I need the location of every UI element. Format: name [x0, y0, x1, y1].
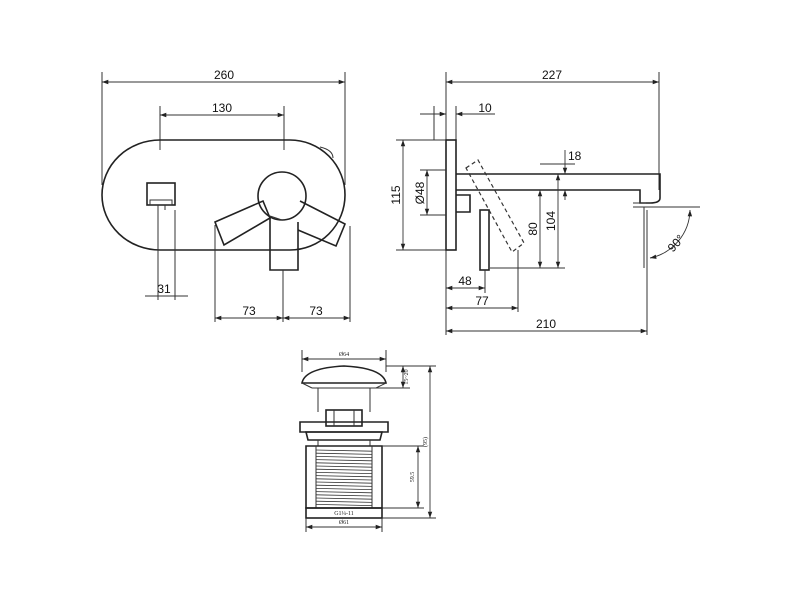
thread-line	[315, 449, 373, 452]
label-thread-length: 59.5	[410, 472, 416, 483]
mixer-knob	[257, 171, 307, 221]
wall-plate	[445, 139, 457, 251]
waste-cap	[301, 365, 387, 384]
label-spout-drop: 104	[544, 211, 558, 231]
label-cap-diameter: Ø64	[339, 352, 349, 358]
label-angle: 90°	[665, 232, 688, 255]
thread-line	[315, 491, 373, 494]
label-plate-height: 115	[389, 185, 403, 204]
waste-bottom-nut	[305, 507, 383, 519]
dim-angle-arc	[649, 209, 693, 259]
label-right-span: 73	[309, 304, 323, 318]
label-plate-thickness: 10	[478, 101, 492, 115]
label-center-distance: 130	[212, 101, 232, 115]
thread-line	[315, 459, 373, 462]
label-overall-width: 260	[214, 68, 234, 82]
label-thread-diameter: Ø61	[339, 520, 349, 526]
thread-line	[315, 452, 373, 455]
knob-body	[479, 209, 490, 271]
label-left-span: 73	[242, 304, 256, 318]
thread-line	[315, 481, 373, 484]
waste-detail: Ø64 G1¼-11 Ø61 15~20	[299, 350, 436, 532]
lever-dashed	[465, 159, 525, 253]
label-lever-reach: 77	[475, 294, 489, 308]
label-lever-offset: 48	[458, 274, 472, 288]
label-spout-height: 18	[568, 149, 582, 163]
lever-right	[297, 200, 347, 248]
thread-line	[315, 504, 373, 506]
diverter-button	[146, 182, 176, 206]
thread-line	[315, 478, 373, 481]
label-knob-diameter: Ø48	[413, 181, 427, 204]
thread-line	[315, 488, 373, 490]
thread-line	[315, 494, 373, 497]
thread-line	[315, 484, 373, 487]
thread-line	[315, 468, 373, 471]
label-thread-spec: G1¼-11	[334, 511, 354, 517]
front-view: 260 130 31 73 7	[101, 68, 351, 322]
thread-line	[315, 456, 373, 458]
thread-line	[315, 462, 373, 465]
thread-lines	[315, 449, 373, 506]
thread-line	[315, 465, 373, 468]
label-overall-length: 227	[542, 68, 562, 82]
label-cap-height: 15~20	[404, 369, 410, 384]
thread-line	[315, 500, 373, 503]
waste-stem-block	[325, 409, 363, 427]
label-button-offset: 31	[157, 282, 171, 296]
spout-stem	[269, 218, 299, 271]
backplate-outline	[101, 139, 346, 251]
thread-line	[315, 497, 373, 500]
label-total-height: (95)	[422, 437, 429, 447]
thread-line	[315, 475, 373, 478]
label-spout-length: 210	[536, 317, 556, 331]
label-lever-height: 80	[526, 222, 540, 236]
side-view: 227 10 18 115 Ø48 104	[389, 68, 700, 335]
thread-line	[315, 472, 373, 474]
